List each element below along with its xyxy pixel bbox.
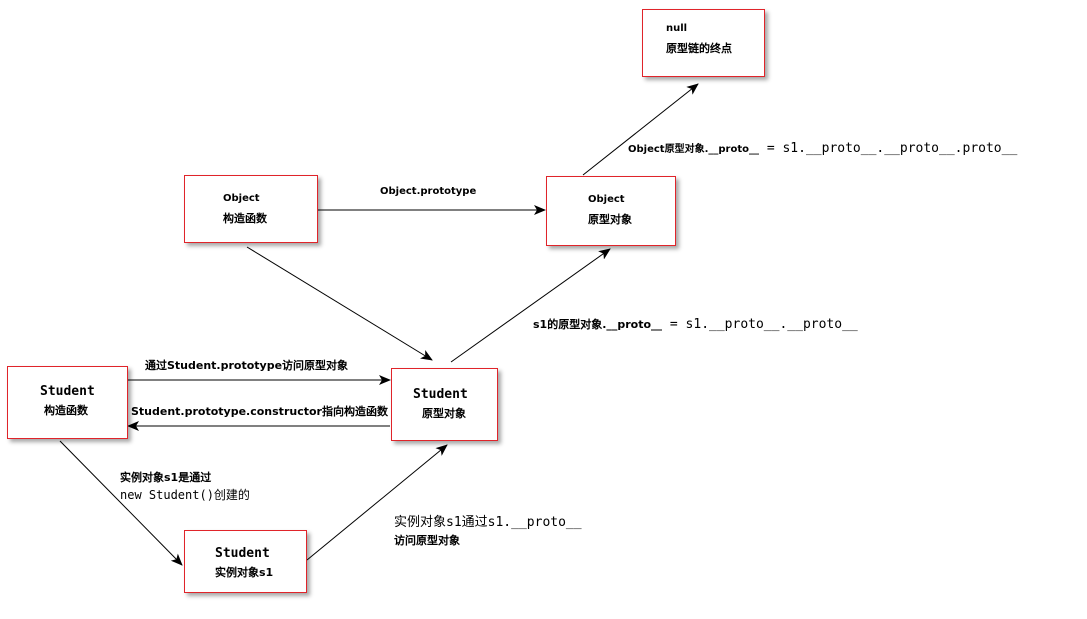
arrow-object-constructor-to-student-prototype <box>246 246 433 361</box>
null-node-subtitle: 原型链的终点 <box>666 42 732 55</box>
arrow-object-prototype-to-null <box>582 83 699 176</box>
object-constructor-subtitle: 构造函数 <box>223 212 267 225</box>
student-prototype-title: Student <box>413 387 468 402</box>
label-instance-created-line1: 实例对象s1是通过 <box>120 471 212 484</box>
label-s1-proto-chain-a: s1的原型对象.__proto__ <box>533 318 663 331</box>
arrow-instance-to-student-prototype <box>306 444 448 561</box>
student-prototype-node: Student 原型对象 <box>391 368 498 441</box>
label-instance-access-line2: 访问原型对象 <box>394 534 460 547</box>
label-s1-proto-chain: s1的原型对象.__proto__ = s1.__proto__.__proto… <box>533 318 858 331</box>
arrow-student-prototype-to-object-prototype <box>450 248 611 363</box>
object-prototype-title: Object <box>588 194 625 205</box>
label-object-proto-chain-b: = s1.__proto__.__proto__.proto__ <box>759 141 1018 156</box>
null-node-title: null <box>666 23 688 34</box>
object-constructor-title: Object <box>223 193 260 204</box>
object-constructor-node: Object 构造函数 <box>184 175 318 243</box>
label-instance-access-line1: 实例对象s1通过s1.__proto__ <box>394 515 582 530</box>
label-student-prototype-edge: 通过Student.prototype访问原型对象 <box>145 359 349 372</box>
student-instance-title: Student <box>215 546 270 561</box>
label-instance-created-line2: new Student()创建的 <box>120 488 250 502</box>
object-prototype-node: Object 原型对象 <box>546 176 676 246</box>
student-constructor-subtitle: 构造函数 <box>44 404 88 417</box>
student-prototype-subtitle: 原型对象 <box>422 407 466 420</box>
label-object-prototype-edge: Object.prototype <box>380 186 477 197</box>
arrow-student-constructor-to-instance <box>59 440 183 566</box>
student-constructor-node: Student 构造函数 <box>7 366 128 439</box>
student-instance-node: Student 实例对象s1 <box>184 530 307 593</box>
null-node: null 原型链的终点 <box>642 9 765 77</box>
label-constructor-edge: Student.prototype.constructor指向构造函数 <box>131 405 388 418</box>
object-prototype-subtitle: 原型对象 <box>588 213 632 226</box>
label-s1-proto-chain-b: = s1.__proto__.__proto__ <box>662 317 858 332</box>
student-instance-subtitle: 实例对象s1 <box>215 566 274 579</box>
label-object-proto-chain-a: Object原型对象.__proto__ <box>628 144 759 155</box>
label-object-proto-chain: Object原型对象.__proto__ = s1.__proto__.__pr… <box>628 142 1017 155</box>
student-constructor-title: Student <box>40 384 95 399</box>
